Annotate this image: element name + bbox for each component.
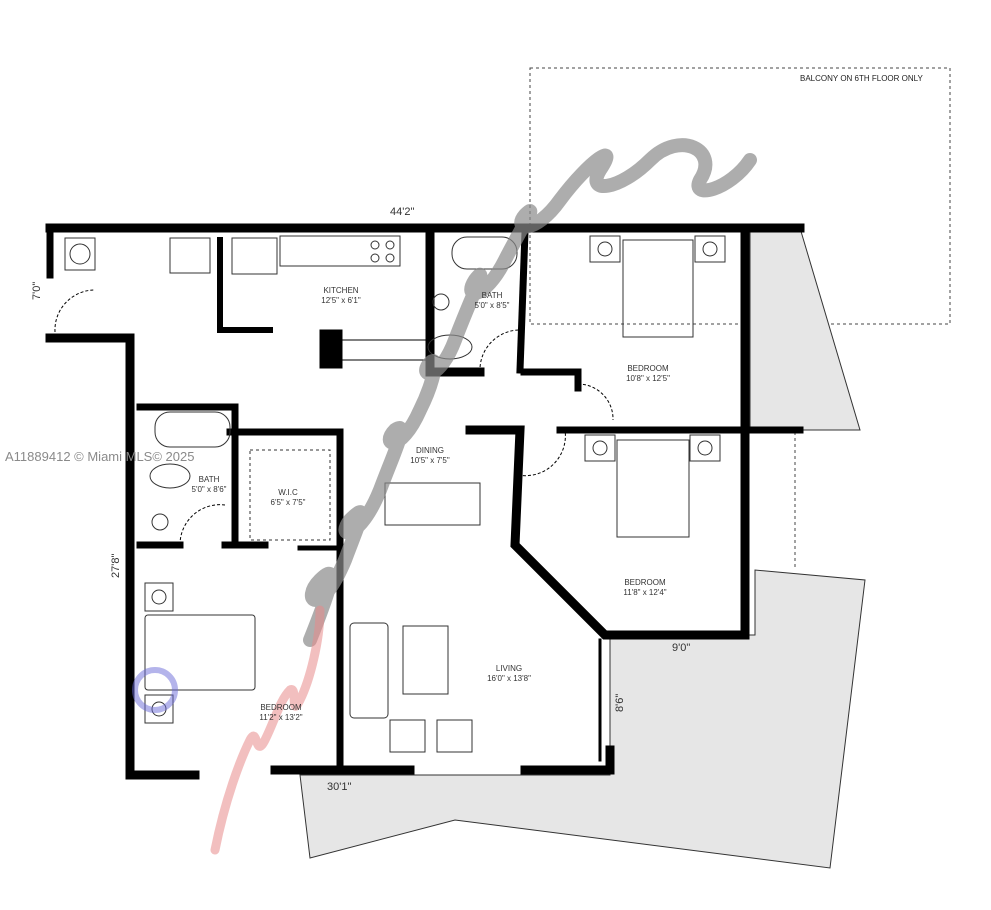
- dimension-bottom: 30'1": [327, 781, 352, 793]
- fixtures: [64, 235, 726, 753]
- mls-watermark: A11889412 © Miami MLS© 2025: [5, 449, 195, 464]
- balcony-note: BALCONY ON 6TH FLOOR ONLY: [800, 74, 923, 83]
- dimension-bed2-bottom: 9'0": [672, 642, 691, 654]
- balcony-areas: [299, 67, 951, 869]
- dimension-top: 44'2": [390, 206, 415, 218]
- dimension-left: 27'8": [110, 553, 122, 578]
- logo-watermark: [132, 138, 757, 855]
- dimension-living-right: 8'6": [614, 693, 626, 712]
- dimension-left-top: 7'0": [31, 281, 43, 300]
- door-swings: [54, 289, 614, 546]
